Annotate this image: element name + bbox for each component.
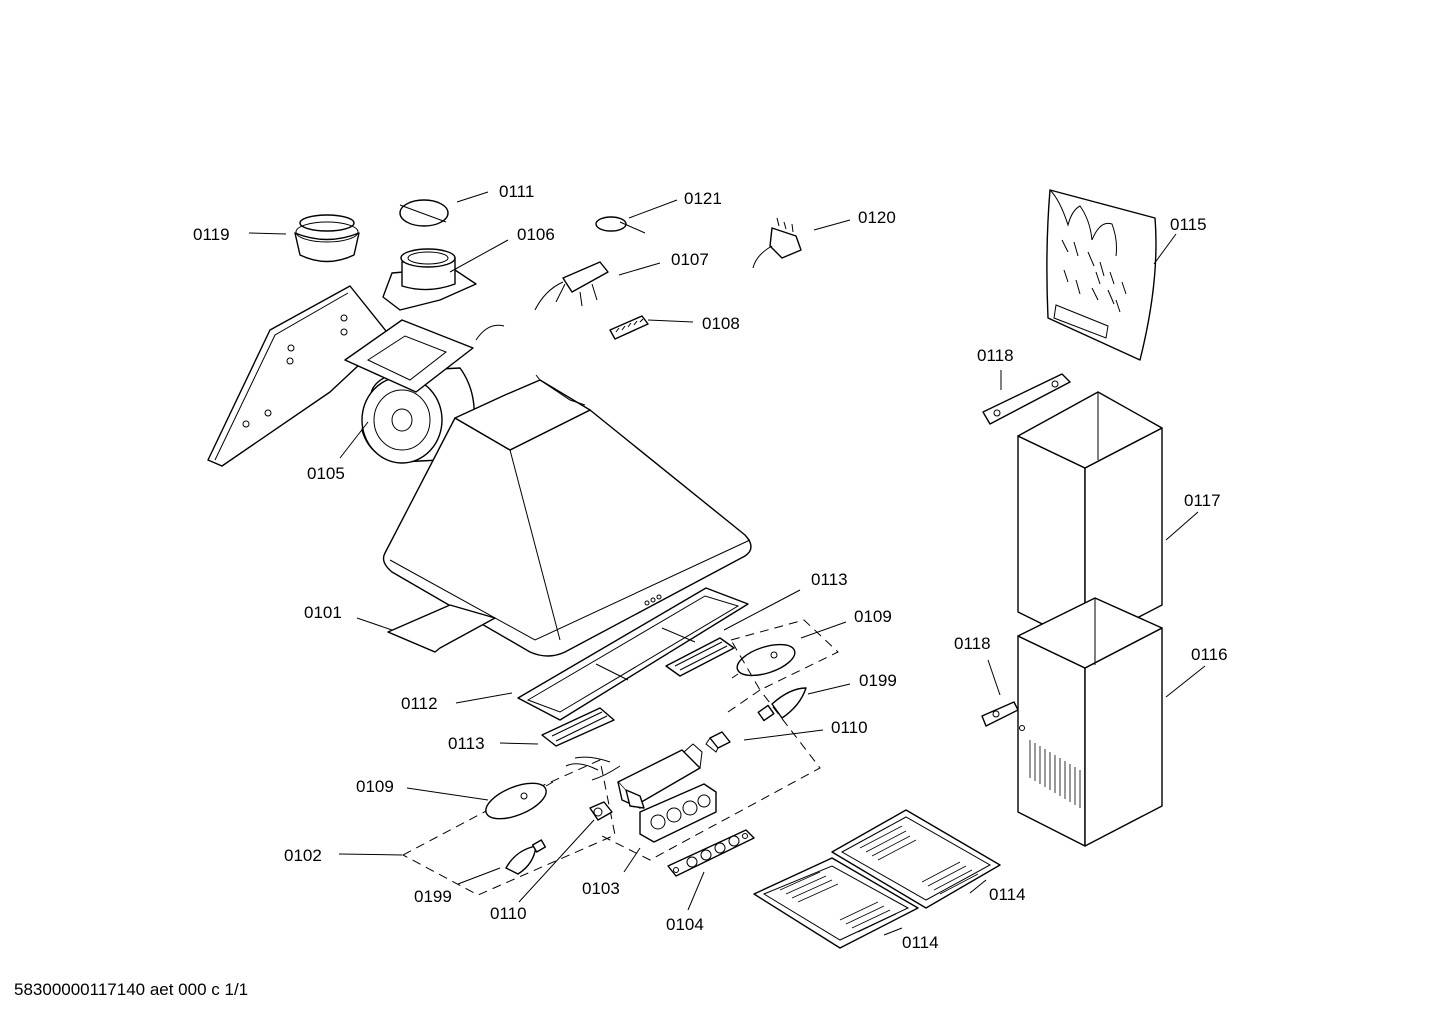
label-0117: 0117 (1184, 491, 1221, 510)
part-switch-transformer (565, 743, 703, 809)
part-0110-lamp-holder-upper (705, 731, 731, 753)
label-0105: 0105 (307, 464, 345, 483)
label-0110-lower: 0110 (490, 904, 527, 923)
label-0116: 0116 (1191, 645, 1228, 664)
label-0109-lower: 0109 (356, 777, 394, 796)
label-0121: 0121 (684, 189, 722, 208)
label-0110-upper: 0110 (831, 718, 868, 737)
part-0112-filter-frame (517, 587, 749, 721)
part-0105-fan-motor-assembly (207, 285, 505, 467)
label-0109-upper: 0109 (854, 607, 892, 626)
label-0115: 0115 (1170, 215, 1207, 234)
label-0107: 0107 (671, 250, 709, 269)
label-0102: 0102 (284, 846, 322, 865)
part-0114-carbon-filter-rear (831, 809, 1001, 909)
part-0121-cable-tie (595, 216, 646, 234)
part-0106-outlet (382, 248, 477, 311)
part-0119-collar (294, 214, 360, 263)
label-0103: 0103 (582, 879, 620, 898)
part-0103-switch-panel (639, 783, 717, 843)
part-0110-lamp-holder-lower (589, 801, 613, 821)
label-0114-rear: 0114 (989, 885, 1026, 904)
part-0113-grease-strip-lower (541, 707, 615, 747)
label-0120: 0120 (858, 208, 896, 227)
drawing-reference-number: 58300000117140 aet 000 c 1/1 (14, 980, 249, 999)
part-0199-bulb-upper (757, 687, 807, 722)
part-0114-carbon-filter-front (753, 857, 919, 949)
part-0107-terminal-block (534, 261, 609, 311)
label-0106: 0106 (517, 225, 555, 244)
part-0101-front-strip (387, 604, 496, 653)
label-0119: 0119 (193, 225, 230, 244)
part-0118-bracket-lower (981, 701, 1019, 727)
label-0104: 0104 (666, 915, 704, 934)
label-0199-upper: 0199 (859, 671, 897, 690)
label-0113-lower: 0113 (448, 734, 485, 753)
label-0112: 0112 (401, 694, 438, 713)
part-0116-lower-chimney (1017, 597, 1163, 847)
label-0101: 0101 (304, 603, 342, 622)
part-0109-lamp-cover-lower (485, 781, 554, 820)
label-0199-lower: 0199 (414, 887, 452, 906)
leader-lines (248, 191, 1206, 936)
part-0108-contact-strip (609, 315, 649, 340)
part-0109-lamp-cover-upper (731, 643, 796, 679)
assembly-dash-outline (401, 619, 839, 896)
part-0117-upper-chimney (1017, 391, 1163, 646)
part-number-labels: 0119 0111 0106 0121 0120 0107 0108 0105 … (193, 182, 1228, 952)
part-0113-grease-strip-upper (665, 637, 735, 677)
label-0108: 0108 (702, 314, 740, 333)
part-0120-mains-plug (752, 217, 802, 269)
part-hood-canopy (382, 374, 752, 657)
label-0114-front: 0114 (902, 933, 939, 952)
part-0111-valve-flap (399, 199, 449, 227)
label-0113-upper: 0113 (811, 570, 848, 589)
label-0111: 0111 (499, 182, 534, 201)
part-0118-bracket-upper (982, 373, 1071, 425)
part-0115-screw-kit (1046, 189, 1157, 361)
part-0104-control-knobs (667, 829, 755, 877)
part-0199-bulb-lower (505, 839, 547, 875)
label-0118-upper: 0118 (977, 346, 1014, 365)
label-0118-lower: 0118 (954, 634, 991, 653)
